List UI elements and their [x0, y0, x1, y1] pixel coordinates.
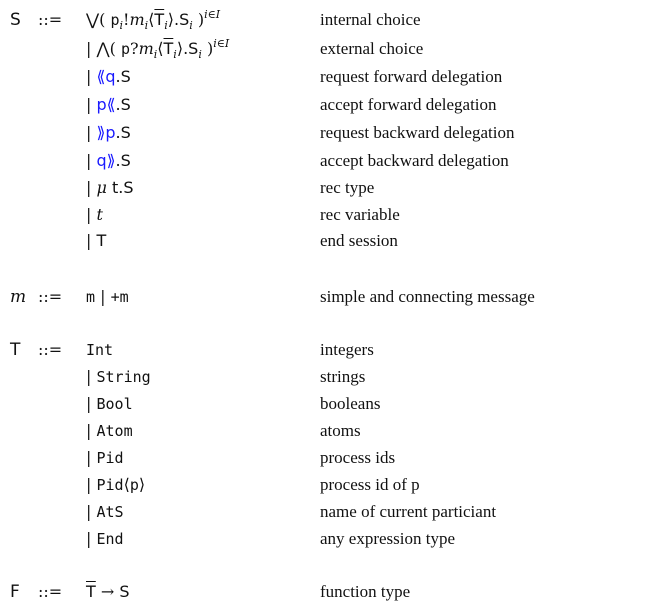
description: name of current particiant [320, 502, 497, 521]
description: process ids [320, 448, 396, 467]
grammar-row-F: F ::= T → S function type [0, 580, 659, 604]
grammar-row-S-request-forward: | ⟪q.S request forward delegation [0, 65, 659, 89]
description: accept backward delegation [320, 151, 509, 170]
description: request backward delegation [320, 123, 515, 142]
nonterminal-m: m [10, 287, 27, 307]
nonterminal-T: T [10, 340, 21, 360]
description: accept forward delegation [320, 95, 497, 114]
arrow-symbol: → [100, 582, 115, 601]
grammar-row-S-external-choice: | ⋀( p?mi⟨Ti⟩.Si )i∈I external choice [0, 37, 659, 61]
production-pid: | Pid [86, 448, 124, 467]
production-end: | End [86, 529, 124, 548]
description: strings [320, 367, 366, 386]
grammar-row-T-pid: | Pid process ids [0, 446, 659, 470]
description: process id of p [320, 475, 420, 494]
definition-symbol: ::= [38, 287, 63, 306]
description: request forward delegation [320, 67, 503, 86]
definition-symbol: ::= [38, 10, 63, 29]
production-end-session: | T [86, 231, 107, 250]
production-string: | String [86, 367, 151, 386]
grammar-row-T-ats: | AtS name of current particiant [0, 500, 659, 524]
grammar-row-S-end-session: | T end session [0, 229, 659, 253]
description: booleans [320, 394, 381, 413]
grammar-row-T-atom: | Atom atoms [0, 419, 659, 443]
description: any expression type [320, 529, 456, 548]
production-ats: | AtS [86, 502, 124, 521]
production-function-type: T → S [86, 582, 130, 601]
description: simple and connecting message [320, 287, 535, 306]
description: internal choice [320, 10, 421, 29]
production-atom: | Atom [86, 421, 133, 440]
production-internal-choice: ⋁( pi!mi⟨Ti⟩.Si )i∈I [86, 8, 221, 32]
grammar-row-T-bool: | Bool booleans [0, 392, 659, 416]
grammar-row-S-accept-forward: | p⟪.S accept forward delegation [0, 93, 659, 117]
definition-symbol: ::= [38, 340, 63, 359]
nonterminal-F: F [10, 582, 20, 602]
description: rec type [320, 178, 375, 197]
grammar-row-S-accept-backward: | q⟫.S accept backward delegation [0, 149, 659, 173]
grammar-row-S-rec-variable: | t rec variable [0, 203, 659, 227]
description: atoms [320, 421, 361, 440]
grammar-row-T-int: T ::= Int integers [0, 338, 659, 362]
production-accept-backward: | q⟫.S [86, 151, 131, 170]
big-or-symbol: ⋁ [86, 10, 100, 29]
production-message: m | +m [86, 287, 129, 306]
description: end session [320, 231, 398, 250]
description: rec variable [320, 205, 400, 224]
grammar-row-T-string: | String strings [0, 365, 659, 389]
description: external choice [320, 39, 424, 58]
production-request-forward: | ⟪q.S [86, 67, 131, 86]
production-int: Int [86, 341, 114, 359]
description: function type [320, 582, 411, 601]
production-accept-forward: | p⟪.S [86, 95, 131, 114]
grammar-row-S-request-backward: | ⟫p.S request backward delegation [0, 121, 659, 145]
grammar-row-m: m ::= m | +m simple and connecting messa… [0, 285, 659, 309]
production-rec-type: | μ t.S [86, 178, 134, 197]
production-pid-of-p: | Pid⟨p⟩ [86, 475, 146, 494]
production-bool: | Bool [86, 394, 133, 413]
production-request-backward: | ⟫p.S [86, 123, 131, 142]
production-external-choice: | ⋀( p?mi⟨Ti⟩.Si )i∈I [86, 37, 230, 61]
grammar-row-T-end: | End any expression type [0, 527, 659, 551]
big-and-symbol: ⋀ [96, 39, 110, 58]
grammar-row-S-internal-choice: S ::= ⋁( pi!mi⟨Ti⟩.Si )i∈I internal choi… [0, 8, 659, 32]
grammar-row-S-rec-type: | μ t.S rec type [0, 176, 659, 200]
description: integers [320, 340, 374, 359]
production-rec-variable: | t [86, 205, 103, 224]
nonterminal-S: S [10, 10, 21, 30]
definition-symbol: ::= [38, 582, 63, 601]
grammar-row-T-pid-of-p: | Pid⟨p⟩ process id of p [0, 473, 659, 497]
